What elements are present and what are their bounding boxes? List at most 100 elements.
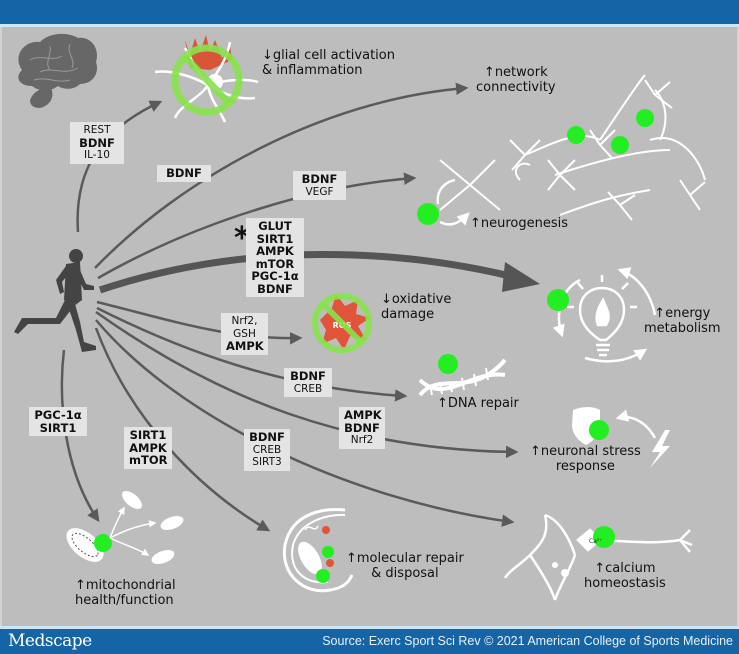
outcome-line: ↑molecular repair — [346, 551, 464, 566]
outcome-line: connectivity — [476, 80, 556, 95]
mediator-name: AMPK — [256, 244, 294, 258]
outcome-glial: ↓glial cell activation& inflammation — [262, 48, 395, 78]
calcium-highlight — [593, 526, 615, 548]
header-divider — [0, 24, 739, 27]
footer-divider — [0, 626, 739, 629]
mediator-name: AMPK — [226, 339, 264, 353]
mediator-name: SIRT1 — [39, 420, 77, 435]
outcome-line: ↓oxidative — [381, 292, 452, 307]
arrow-to-network — [94, 82, 469, 269]
exercise-brain-benefits-diagram: ROS — [14, 33, 706, 601]
mediator-name: Nrf2 — [350, 434, 374, 446]
outcome-line: ↑calcium — [594, 561, 656, 576]
mediator-name: SIRT1 — [129, 428, 167, 442]
mediator-name: REST — [83, 124, 111, 136]
neuron-highlights — [417, 109, 654, 225]
medscape-logo[interactable]: Medscape — [8, 631, 92, 651]
neurogenesis-arrow — [439, 212, 470, 226]
mediator-box-network: BDNF — [157, 165, 211, 182]
arrow-to-molecular — [94, 327, 271, 532]
outcome-line: homeostasis — [584, 576, 666, 591]
mediator-name: BDNF — [344, 420, 380, 435]
mediator-name: mTOR — [129, 453, 168, 467]
ros-burst-icon: ROS — [312, 293, 372, 353]
glial-cell-icon — [154, 35, 259, 123]
lightning-bolt-icon — [650, 430, 670, 468]
mitochondria-icon — [66, 491, 184, 564]
emphasis-asterisk: * — [234, 221, 250, 256]
energy-highlight — [547, 289, 569, 311]
outcome-neurogenesis: ↑neurogenesis — [470, 216, 568, 231]
arrow-to-neurogenesis — [97, 172, 417, 280]
neuron-network-icon — [439, 74, 706, 221]
outcome-line: health/function — [75, 593, 174, 608]
header-bar — [0, 0, 739, 24]
source-credit: Source: Exerc Sport Sci Rev © 2021 Ameri… — [322, 634, 733, 648]
arrow-to-calcium — [95, 319, 515, 527]
mediator-name: CREB — [252, 443, 282, 456]
mediator-name: Nrf2, — [231, 315, 258, 327]
mediator-name: PGC-1α — [34, 408, 82, 422]
outcome-molecular: ↑molecular repair& disposal — [346, 551, 464, 581]
outcome-line: & disposal — [371, 566, 439, 581]
outcome-dna: ↑DNA repair — [437, 396, 519, 411]
mediator-name: GLUT — [258, 219, 292, 233]
runner-icon — [14, 249, 96, 352]
outcome-line: ↑DNA repair — [437, 396, 519, 411]
inhibit-ring — [171, 44, 243, 116]
outcome-line: damage — [381, 307, 435, 322]
stress-arrow — [615, 409, 657, 439]
outcome-line: ↓glial cell activation — [262, 48, 395, 63]
mediator-name: IL-10 — [84, 149, 110, 161]
arrow-to-oxidative — [96, 300, 303, 345]
dna-helix-icon — [418, 358, 507, 397]
mediator-name: BDNF — [301, 172, 338, 186]
outcome-line: ↑mitochondrial — [75, 578, 176, 593]
arrow-to-energy-head — [502, 262, 540, 292]
lightbulb-icon — [567, 275, 637, 357]
mediator-name: BDNF — [79, 135, 115, 150]
outcome-line: ↑neurogenesis — [470, 216, 569, 231]
footer-bar: Medscape Source: Exerc Sport Sci Rev © 2… — [0, 629, 739, 654]
outcome-line: ↑neuronal stress — [530, 444, 641, 459]
outcome-line: response — [555, 459, 615, 474]
outcome-line: metabolism — [644, 321, 721, 336]
mediator-name: SIRT3 — [252, 456, 282, 468]
autophagosome-icon — [282, 508, 354, 593]
outcome-line: ↑network — [483, 65, 548, 80]
mediator-name: CREB — [293, 382, 323, 395]
arrow-to-energy — [98, 250, 511, 294]
mediator-name: SIRT1 — [256, 231, 294, 246]
mediator-name: VEGF — [305, 185, 334, 198]
mediator-name: mTOR — [255, 256, 295, 271]
mediator-name: AMPK — [129, 440, 167, 455]
mediator-name: GSH — [233, 327, 256, 340]
mediator-name: AMPK — [344, 408, 382, 422]
calcium-ion-text: Ca²⁺ — [589, 538, 602, 545]
shield-icon — [572, 407, 609, 445]
arrow-to-dna — [96, 306, 408, 402]
mediator-name: BDNF — [290, 369, 326, 383]
dna-highlight — [438, 354, 458, 374]
mediator-name: PGC-1α — [251, 269, 299, 283]
brain-icon — [18, 33, 98, 108]
mediator-name: BDNF — [166, 166, 202, 180]
outcome-line: ↑energy — [654, 306, 711, 321]
arrow-to-stress — [95, 310, 519, 459]
mediator-name: BDNF — [249, 430, 285, 444]
